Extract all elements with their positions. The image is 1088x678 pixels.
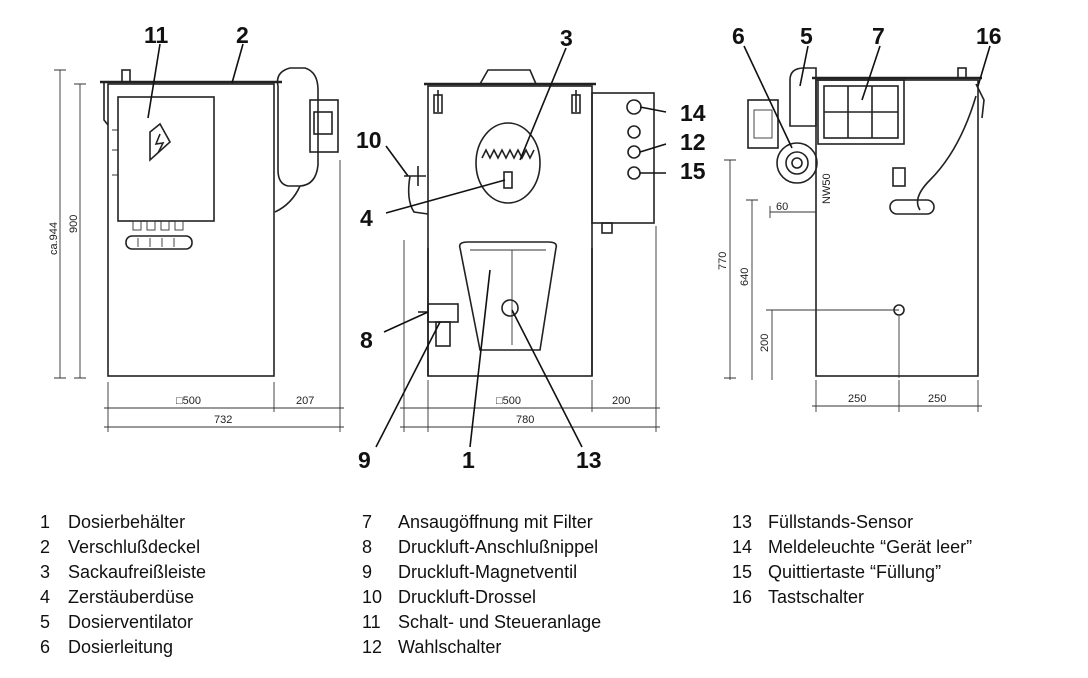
middle-view: □500 200 780 3 10 4 8 9 1 13 14 12 15 bbox=[356, 25, 706, 473]
dim-mid-total: 780 bbox=[516, 414, 534, 426]
indicator-14 bbox=[626, 99, 642, 115]
dim-left-base: □500 bbox=[176, 395, 201, 407]
callout-12: 12 bbox=[680, 129, 706, 155]
dim-right-640: 640 bbox=[739, 268, 751, 286]
callout-13: 13 bbox=[576, 447, 602, 473]
callout-10: 10 bbox=[356, 127, 382, 153]
callout-14: 14 bbox=[680, 100, 706, 126]
callout-15: 15 bbox=[680, 158, 706, 184]
callout-8: 8 bbox=[360, 327, 373, 353]
callout-2: 2 bbox=[236, 22, 249, 48]
warning-icon bbox=[149, 122, 172, 162]
callout-7: 7 bbox=[872, 23, 885, 49]
callout-1: 1 bbox=[462, 447, 475, 473]
callout-6: 6 bbox=[732, 23, 745, 49]
dim-right-200: 200 bbox=[759, 334, 771, 352]
callout-5: 5 bbox=[800, 23, 813, 49]
left-view: ca.944 900 □500 207 732 11 2 bbox=[48, 22, 344, 432]
fan bbox=[274, 67, 339, 213]
dim-left-fan: 207 bbox=[296, 395, 314, 407]
dim-mid-box: 200 bbox=[612, 395, 630, 407]
dim-right-w1: 250 bbox=[848, 393, 866, 405]
dim-right-770: 770 bbox=[717, 252, 729, 270]
callout-9: 9 bbox=[358, 447, 371, 473]
dim-left-height-approx: ca.944 bbox=[48, 222, 60, 255]
intake-filter bbox=[817, 79, 905, 145]
dim-right-w2: 250 bbox=[928, 393, 946, 405]
technical-drawing: ca.944 900 □500 207 732 11 2 bbox=[48, 22, 1002, 473]
dim-mid-base: □500 bbox=[496, 395, 521, 407]
dim-right-60: 60 bbox=[776, 201, 788, 213]
right-view: 770 640 200 60 NW50 250 250 6 5 7 16 bbox=[717, 23, 1002, 412]
dim-left-total: 732 bbox=[214, 414, 232, 426]
dim-right-nw: NW50 bbox=[821, 173, 833, 204]
dim-left-height: 900 bbox=[68, 215, 80, 233]
control-cabinet bbox=[112, 96, 215, 250]
callout-3: 3 bbox=[560, 25, 573, 51]
callout-11: 11 bbox=[144, 22, 169, 48]
callout-16: 16 bbox=[976, 23, 1002, 49]
callout-4: 4 bbox=[360, 205, 373, 231]
